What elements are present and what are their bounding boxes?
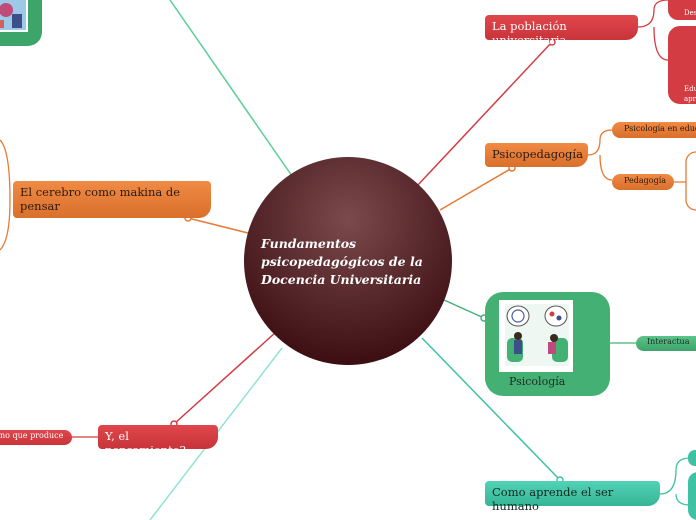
- node-pensamiento[interactable]: Y, el pensamiento?: [98, 425, 218, 449]
- link-poblacion-sub: [638, 0, 668, 60]
- link-top-green: [170, 0, 292, 176]
- link-psico-sub: [588, 130, 612, 180]
- node-psicologia-en-educacion[interactable]: Psicología en educ: [612, 122, 696, 138]
- top-right-red-node-2[interactable]: Edu apr: [668, 26, 696, 104]
- bottom-right-teal-partial-1[interactable]: [688, 450, 696, 466]
- fragment-apr: apr: [684, 95, 696, 103]
- right-orange-partial-node[interactable]: [686, 152, 696, 210]
- node-label: El cerebro como makina de pensar: [20, 185, 180, 213]
- bottom-right-teal-partial-2[interactable]: [688, 472, 696, 520]
- fragment-des: Des: [684, 9, 696, 17]
- node-interactua[interactable]: Interactua: [636, 336, 696, 351]
- fragment-edu: Edu: [684, 85, 696, 93]
- node-cerebro[interactable]: El cerebro como makina de pensar: [13, 181, 211, 218]
- node-pedagogia[interactable]: Pedagogía: [612, 174, 674, 190]
- node-label: La población universitaria: [492, 19, 567, 47]
- node-poblacion-universitaria[interactable]: La población universitaria: [485, 15, 638, 40]
- node-psicopedagogia[interactable]: Psicopedagogía: [485, 143, 588, 167]
- node-label: Pedagogía: [624, 176, 666, 185]
- link-left-orange: [0, 140, 10, 250]
- link-psicopedagogia: [440, 168, 512, 210]
- node-label: no que produce: [0, 431, 63, 440]
- link-psicologia: [444, 300, 484, 318]
- node-como-aprende[interactable]: Como aprende el ser humano: [485, 481, 660, 506]
- link-aprende-sub: [660, 458, 690, 505]
- link-cerebro: [188, 218, 252, 234]
- top-right-red-node-1[interactable]: Des: [668, 0, 696, 20]
- psicologia-label: Psicología: [509, 375, 565, 388]
- top-left-image-node[interactable]: [0, 0, 42, 46]
- node-label: Interactua: [647, 337, 689, 346]
- node-label: Psicología en educ: [624, 124, 696, 133]
- link-pensamiento: [174, 332, 276, 424]
- central-title: Fundamentos psicopedagógicos de la Docen…: [261, 235, 431, 289]
- node-produce[interactable]: no que produce: [0, 430, 72, 445]
- node-label: Y, el pensamiento?: [105, 429, 186, 457]
- node-label: Psicopedagogía: [492, 147, 583, 161]
